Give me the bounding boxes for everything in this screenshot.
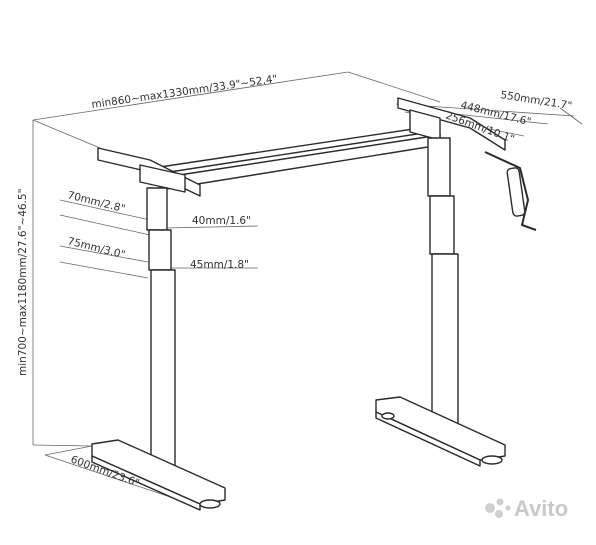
lower-inner-label: 45mm/1.8" [190, 259, 249, 271]
upper-tube-label: 70mm/2.8" [66, 189, 126, 215]
desk-frame [91, 97, 537, 511]
upper-inner-label: 40mm/1.6" [192, 215, 251, 227]
watermark-text: Avito [514, 496, 568, 521]
lower-tube-label: 75mm/3.0" [66, 235, 126, 261]
dimension-labels: min860~max1330mm/33.9"~52.4" 550mm/21.7"… [17, 73, 573, 490]
avito-logo-icon [485, 498, 511, 518]
depth-total-label: 550mm/21.7" [500, 89, 573, 112]
height-range-label: min700~max1180mm/27.6"~46.5" [17, 189, 29, 376]
width-range-label: min860~max1330mm/33.9"~52.4" [91, 73, 278, 111]
avito-watermark: Avito [485, 496, 568, 521]
